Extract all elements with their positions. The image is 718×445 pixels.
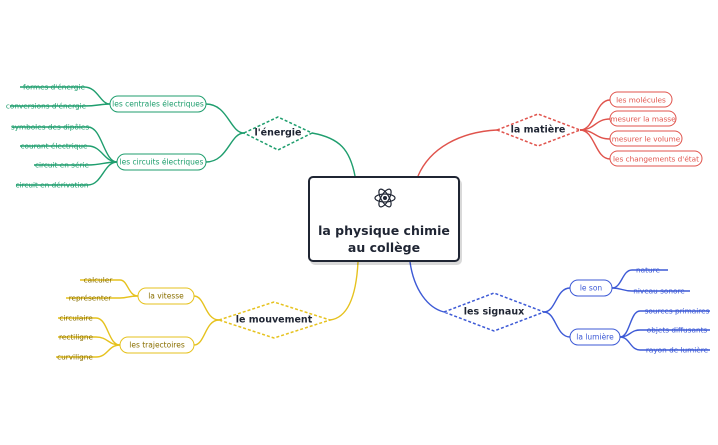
leaf-sources[interactable]: sources primaires (644, 306, 710, 316)
central-title-line1: la physique chimie (318, 223, 450, 238)
energie-sub-pills (109, 95, 207, 171)
subtopic-circuits[interactable]: les circuits électriques (119, 157, 204, 167)
leaf-rayon[interactable]: rayon de lumière (645, 345, 709, 355)
leaf-representer[interactable]: représenter (68, 293, 112, 303)
leaf-conversions[interactable]: conversions d'énergie (5, 101, 87, 111)
mouvement-connectors (56, 261, 359, 358)
subtopic-vitesse[interactable]: la vitesse (148, 291, 184, 301)
subtopic-centrales[interactable]: les centrales électriques (112, 99, 204, 109)
mouvement-diamond (216, 301, 333, 339)
leaf-objets[interactable]: objets diffusants (646, 325, 708, 335)
central-title: la physique chimie au collège (310, 222, 458, 256)
topic-signaux[interactable]: les signaux (463, 306, 525, 318)
pill-centrales (109, 95, 207, 113)
matiere-leaf-pills (609, 91, 703, 167)
central-title-line2: au collège (347, 240, 421, 255)
leaf-nature[interactable]: nature (636, 265, 660, 275)
leaf-circulaire[interactable]: circulaire (59, 313, 93, 323)
leaf-rectiligne[interactable]: rectiligne (58, 332, 94, 342)
mouvement-sub-pills (119, 287, 195, 354)
signaux-connectors (409, 261, 710, 351)
leaf-formes[interactable]: formes d'énergie (23, 82, 85, 92)
matiere-diamond (494, 113, 583, 147)
leaf-calculer[interactable]: calculer (83, 275, 113, 285)
subtopic-lumiere[interactable]: la lumière (576, 332, 614, 342)
leaf-molecules[interactable]: les molécules (616, 95, 666, 104)
leaf-masse[interactable]: mesurer la masse (610, 114, 676, 123)
leaf-volume[interactable]: mesurer le volume (611, 134, 681, 143)
energie-connectors (10, 86, 356, 186)
leaf-curviligne[interactable]: curviligne (57, 352, 93, 362)
leaf-niveau-sonore[interactable]: niveau sonore (633, 286, 685, 296)
signaux-sub-pills (569, 279, 621, 346)
leaf-derivation[interactable]: circuit en dérivation (15, 180, 89, 190)
matiere-connectors (417, 99, 611, 177)
energie-diamond (242, 116, 314, 151)
topic-matiere[interactable]: la matière (510, 124, 566, 136)
topic-energie[interactable]: l'énergie (254, 127, 302, 139)
leaf-serie[interactable]: circuit en série (35, 160, 89, 170)
atom-icon (374, 188, 396, 208)
pill-circuits (116, 153, 207, 171)
subtopic-trajectoires[interactable]: les trajectoires (129, 340, 185, 350)
central-topic[interactable]: la physique chimie au collège (308, 176, 460, 262)
leaf-courant[interactable]: courant électrique (20, 141, 88, 151)
leaf-symboles[interactable]: symboles des dipôles (10, 122, 90, 132)
leaf-changements[interactable]: les changements d'état (612, 154, 700, 163)
subtopic-son[interactable]: le son (579, 283, 603, 293)
signaux-diamond (441, 292, 547, 332)
topic-mouvement[interactable]: le mouvement (235, 314, 313, 326)
